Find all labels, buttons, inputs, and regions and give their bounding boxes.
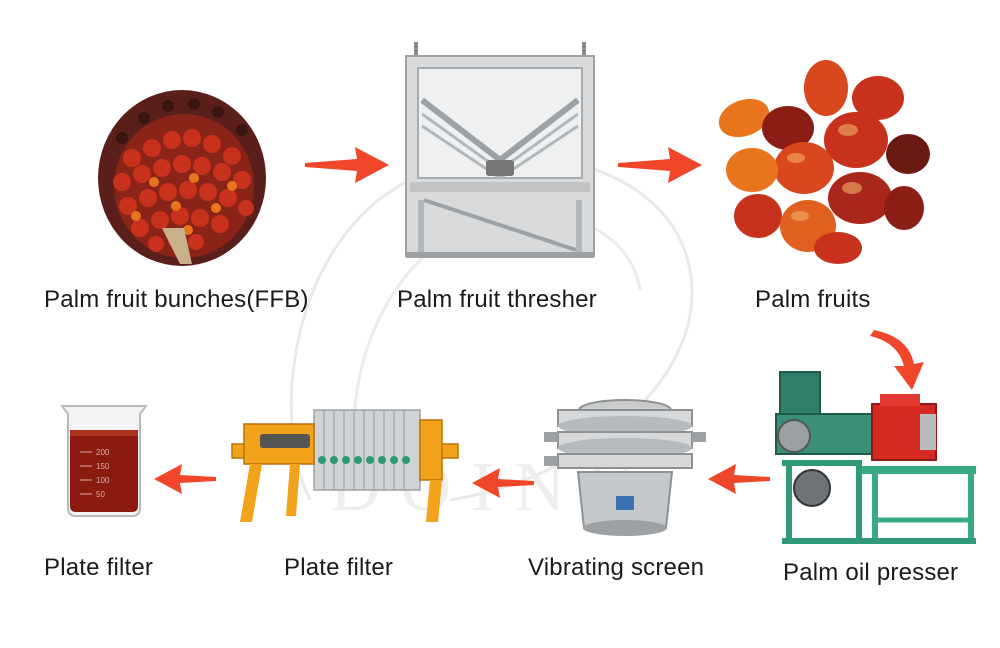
step-label-vibrating-screen: Vibrating screen <box>528 554 705 581</box>
oil-press-machine-image <box>775 371 976 544</box>
beaker-mark: 200 <box>96 448 110 457</box>
flow-arrow-right <box>305 147 389 183</box>
step-label-plate-filter: Plate filter <box>44 554 154 581</box>
plate-filter-press-image <box>231 409 459 522</box>
thresher-machine-image <box>405 42 595 258</box>
oil-beaker-image: 200 150 100 50 <box>60 405 148 517</box>
flow-arrow-left <box>154 464 216 494</box>
flow-arrow-curved-down <box>870 330 924 390</box>
step-label-palm-fruits: Palm fruits <box>755 286 871 313</box>
step-label-ffb: Palm fruit bunches(FFB) <box>44 286 309 313</box>
flow-arrow-left <box>472 468 534 498</box>
beaker-mark: 100 <box>96 476 110 485</box>
step-label-plate-filter-press: Plate filter <box>284 554 394 581</box>
vibrating-screen-image <box>544 399 706 536</box>
palm-fruit-bunch-image <box>98 90 266 266</box>
beaker-mark: 50 <box>96 490 105 499</box>
step-label-oil-presser: Palm oil presser <box>783 559 959 586</box>
step-label-thresher: Palm fruit thresher <box>397 286 597 313</box>
flow-arrow-left <box>708 464 770 494</box>
beaker-mark: 150 <box>96 462 110 471</box>
flow-arrow-right <box>618 147 702 183</box>
palm-fruits-image <box>718 60 930 264</box>
